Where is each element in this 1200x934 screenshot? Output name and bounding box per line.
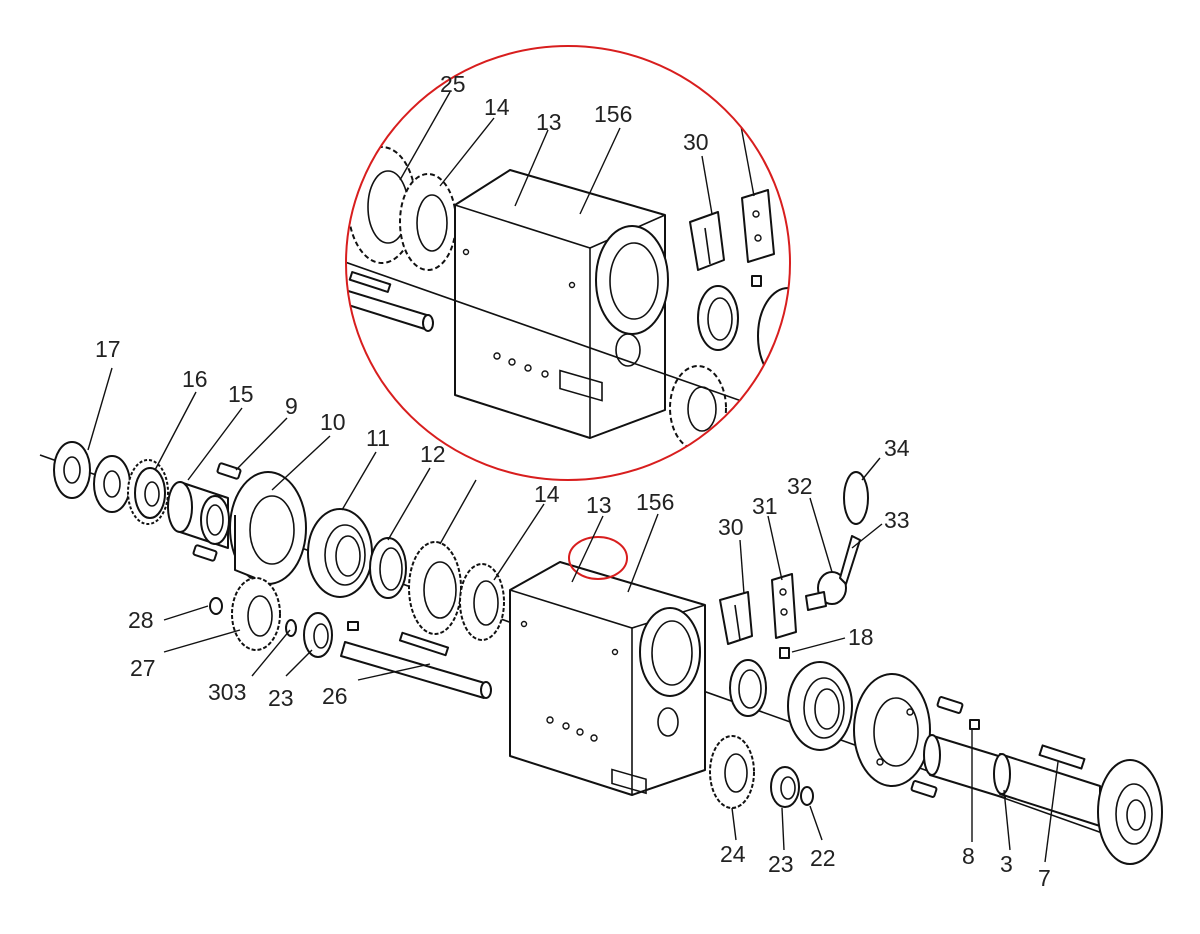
zoom-label-part-30: 30 (683, 129, 709, 155)
main-callout-labels: 17 16 15 9 10 11 12 14 13 156 30 31 32 3… (95, 336, 1051, 891)
part-23-bearing-left (303, 612, 333, 658)
part-end-flange (1097, 759, 1163, 865)
label-part-34: 34 (884, 435, 910, 461)
zoom-part-14-gear (399, 173, 457, 271)
part-flange-right (853, 673, 931, 787)
part-18-pin (779, 647, 790, 659)
part-8-key (969, 719, 980, 730)
part-bolt-right-top (936, 696, 964, 714)
part-32-lever (805, 471, 869, 611)
label-part-3: 3 (1000, 851, 1013, 877)
small-key (347, 621, 359, 631)
zoom-inset: 25 14 13 156 30 (345, 45, 791, 481)
part-31-plate (771, 573, 797, 639)
part-28-circlip (209, 597, 223, 615)
highlight-circle-small (568, 536, 628, 580)
part-23-bearing-bottom (770, 766, 800, 808)
part-bearing-right (787, 661, 853, 751)
zoom-callout-labels: 25 14 13 156 30 (440, 71, 709, 155)
zoom-part-30-fork (689, 211, 725, 271)
label-part-10: 10 (320, 409, 346, 435)
label-part-9: 9 (285, 393, 298, 419)
part-bolt-right-bottom (910, 780, 938, 798)
part-17-slotted-nut (53, 441, 131, 513)
label-part-11: 11 (366, 425, 390, 451)
label-part-16: 16 (182, 366, 208, 392)
label-part-26: 26 (322, 683, 348, 709)
zoom-seal-ring (697, 285, 739, 351)
main-exploded-view: 17 16 15 9 10 11 12 14 13 156 30 31 32 3… (39, 336, 1163, 891)
part-24-gear (709, 735, 755, 809)
part-14-gear (459, 563, 505, 641)
label-part-23-left: 23 (268, 685, 294, 711)
label-part-33: 33 (884, 507, 910, 533)
part-12-ring (369, 537, 407, 599)
label-part-24: 24 (720, 841, 746, 867)
part-25-gear (408, 541, 462, 635)
label-part-17: 17 (95, 336, 121, 362)
label-part-22: 22 (810, 845, 836, 871)
label-part-28: 28 (128, 607, 154, 633)
label-part-8: 8 (962, 843, 975, 869)
label-part-7: 7 (1038, 865, 1051, 891)
label-part-15: 15 (228, 381, 254, 407)
part-22-circlip (800, 786, 814, 806)
part-15-sleeve (167, 481, 230, 549)
label-part-303: 303 (208, 679, 246, 705)
highlight-circle-zoom (345, 45, 791, 481)
label-part-31: 31 (752, 493, 778, 519)
zoom-inset-content (346, 91, 790, 451)
shaft-key (398, 631, 450, 657)
part-7-key (1038, 744, 1086, 770)
label-part-23-bottom: 23 (768, 851, 794, 877)
label-part-12: 12 (420, 441, 446, 467)
label-part-18: 18 (848, 624, 874, 650)
part-26-shaft (340, 641, 492, 699)
part-3-output-shaft (923, 734, 1101, 827)
zoom-label-part-14: 14 (484, 94, 510, 120)
leader-lines (87, 367, 1059, 863)
part-11-bearing (307, 508, 373, 598)
zoom-pin (751, 275, 762, 287)
part-13-housing (509, 561, 706, 796)
zoom-key (348, 271, 392, 293)
part-16-gear (127, 459, 169, 525)
label-part-13: 13 (586, 492, 612, 518)
zoom-label-part-156: 156 (594, 101, 632, 127)
zoom-label-part-25: 25 (440, 71, 466, 97)
zoom-part-13-housing (454, 169, 669, 439)
part-27-gear (231, 577, 281, 651)
part-10-flange (229, 471, 307, 585)
part-seal-ring (729, 659, 767, 717)
label-part-27: 27 (130, 655, 156, 681)
zoom-label-part-13: 13 (536, 109, 562, 135)
part-30-fork (719, 591, 753, 645)
part-34-handle (843, 471, 869, 525)
label-part-14: 14 (534, 481, 560, 507)
label-part-30: 30 (718, 514, 744, 540)
zoom-part-plate (741, 189, 775, 263)
label-part-32: 32 (787, 473, 813, 499)
part-9-bolt (192, 462, 242, 562)
label-part-156: 156 (636, 489, 674, 515)
